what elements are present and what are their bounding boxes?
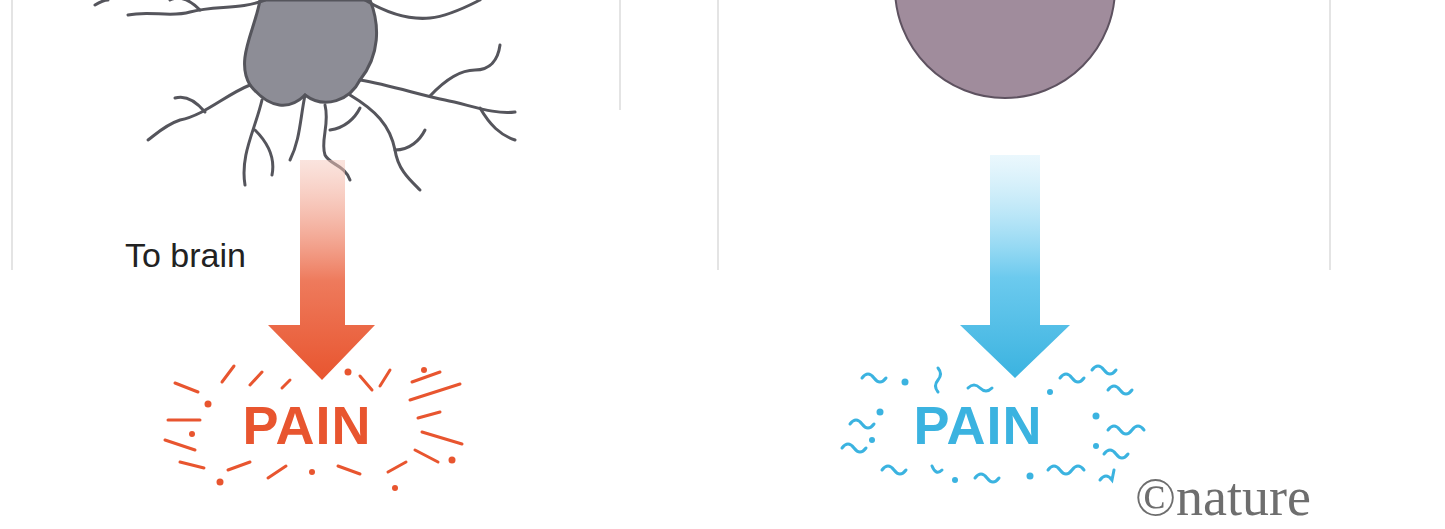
- signal-arrow: [268, 160, 375, 380]
- panel-border: [12, 0, 1330, 270]
- signal-arrow: [960, 155, 1070, 378]
- pain-burst: [842, 366, 1144, 483]
- cell-circle: [895, 0, 1115, 98]
- pain-burst: [165, 366, 462, 491]
- annotation-label: To brain: [125, 238, 246, 272]
- pain-label: PAIN: [913, 398, 1042, 452]
- watermark: ©nature: [1135, 470, 1311, 524]
- pain-label: PAIN: [242, 398, 371, 452]
